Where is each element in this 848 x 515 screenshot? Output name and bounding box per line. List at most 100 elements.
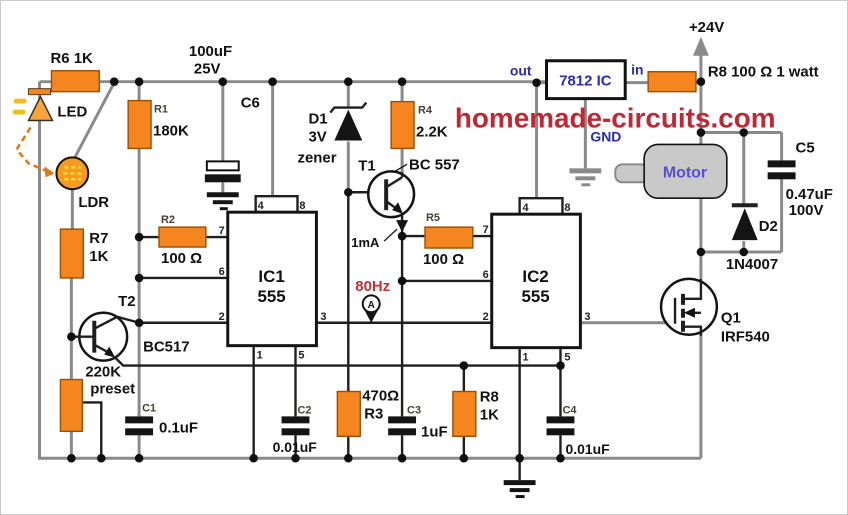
led-symbol (12, 88, 54, 122)
junction-dot (397, 276, 407, 286)
junction-dot (109, 77, 119, 86)
mosfet-q1 (659, 277, 719, 336)
current-label: 1mA (351, 235, 379, 250)
motor-symbol (614, 143, 728, 200)
cap-c4-plate (546, 416, 575, 424)
gnd-bar (212, 200, 233, 205)
cap-c1-plate (125, 416, 154, 424)
junction-dot (515, 453, 524, 463)
r3-name-label: R3 (364, 405, 383, 422)
ic1-pin5-label: 5 (298, 350, 304, 362)
ic1-pin3-label: 3 (320, 311, 326, 323)
resistor-r1 (127, 99, 152, 150)
motor-body (643, 143, 728, 200)
black-wires (71, 191, 564, 481)
current-arrow-icon (396, 220, 409, 233)
ground-sub-rail (112, 354, 561, 367)
junction-dot (459, 453, 469, 463)
preset-220k (59, 378, 84, 433)
c6-name-label: C6 (241, 95, 260, 112)
frequency-label: 80Hz (355, 278, 390, 295)
filter-cap-voltage-label: 25V (194, 61, 221, 78)
c3-name-label: C3 (407, 404, 421, 416)
ic2-pin1-label: 1 (523, 352, 529, 364)
ic1-pin1-label: 1 (257, 350, 263, 362)
led-glow-dash (13, 98, 27, 104)
regulator-gnd-label: GND (590, 128, 621, 144)
labels: R6 1K LED LDR R7 1K T2 BC517 220K preset… (50, 19, 832, 457)
junction-dot (249, 453, 258, 463)
c5-value-label: 0.47uF (786, 186, 833, 203)
junction-dot (556, 453, 565, 463)
junction-dot (291, 453, 300, 463)
c1-value-label: 0.1uF (159, 419, 198, 436)
cap-c1-plate (125, 428, 154, 436)
led-triangle (27, 94, 54, 122)
ic2-pin-labels: 7 6 2 3 4 8 1 5 (483, 202, 591, 363)
junction-dot (67, 453, 76, 463)
r2-value-label: 100 Ω (161, 250, 202, 267)
junction-dot (134, 273, 144, 283)
meter-pointer (364, 309, 379, 323)
junction-dot (134, 453, 144, 463)
c2-name-label: C2 (297, 404, 311, 416)
q1-name-label: Q1 (721, 310, 741, 327)
cap-c4-plate (546, 428, 575, 436)
q1-part-label: IRF540 (721, 329, 770, 346)
resistor-r7 (59, 228, 85, 279)
t2-emitter-arrow (104, 346, 116, 358)
site-watermark: homemade-circuits.com (455, 103, 776, 134)
c1-name-label: C1 (142, 402, 156, 414)
ic1-box (226, 210, 318, 348)
transistor-t1 (366, 170, 416, 219)
junction-dot (556, 361, 565, 370)
ldr-stripes (63, 166, 83, 181)
zener-cathode-bar (329, 101, 368, 114)
junction-dot (344, 187, 353, 197)
gnd-bar (503, 480, 536, 486)
t1-body (366, 170, 416, 219)
d1-name-label: D1 (308, 111, 327, 128)
frequency-meter-marker (361, 294, 381, 323)
d1-value-label: 3V (308, 128, 326, 145)
ic2-pin5-label: 5 (564, 352, 570, 364)
gnd-bar (581, 183, 591, 187)
r4-name-label: R4 (418, 105, 433, 117)
cap-c6-positive-plate (205, 160, 240, 172)
dashed-arrow-head (44, 166, 55, 178)
r6-label: R6 1K (50, 50, 93, 67)
junction-dot (397, 453, 407, 463)
ic2-part-label: 555 (521, 287, 549, 306)
zener-anode-triangle (334, 109, 363, 141)
ic1-pin4-label: 4 (258, 200, 265, 212)
c5-name-label: C5 (796, 139, 815, 156)
r5-value-label: 100 Ω (423, 251, 464, 268)
ic-supply-risers (271, 81, 539, 199)
resistor-r4 (390, 100, 415, 150)
supply-voltage-label: +24V (689, 19, 724, 36)
current-leader-line (383, 228, 398, 242)
junction-dot (268, 77, 277, 86)
cap-c2-plate (281, 428, 310, 436)
r8-1k-name-label: R8 (480, 388, 499, 405)
ic2-name-label: IC2 (522, 267, 548, 286)
junction-dot (696, 247, 706, 257)
junction-dot (134, 77, 144, 86)
gnd-bar (206, 192, 239, 198)
resistor-r5 (424, 226, 474, 249)
resistor-r6 (50, 70, 100, 93)
cap-c6-negative-plate (204, 174, 241, 183)
ic1-name-label: IC1 (258, 267, 284, 286)
transistor-t2 (71, 311, 129, 362)
junction-dot (344, 77, 353, 86)
ic1-pin2-label: 2 (219, 311, 225, 323)
resistor-r3 (336, 390, 361, 438)
regulator-in-label: in (631, 62, 643, 78)
c4-name-label: C4 (562, 404, 577, 416)
cap-c3-plate (388, 416, 417, 424)
cap-c5-plate (767, 160, 796, 168)
junction-dot (397, 231, 407, 241)
light-coupling-arrow (15, 126, 55, 178)
